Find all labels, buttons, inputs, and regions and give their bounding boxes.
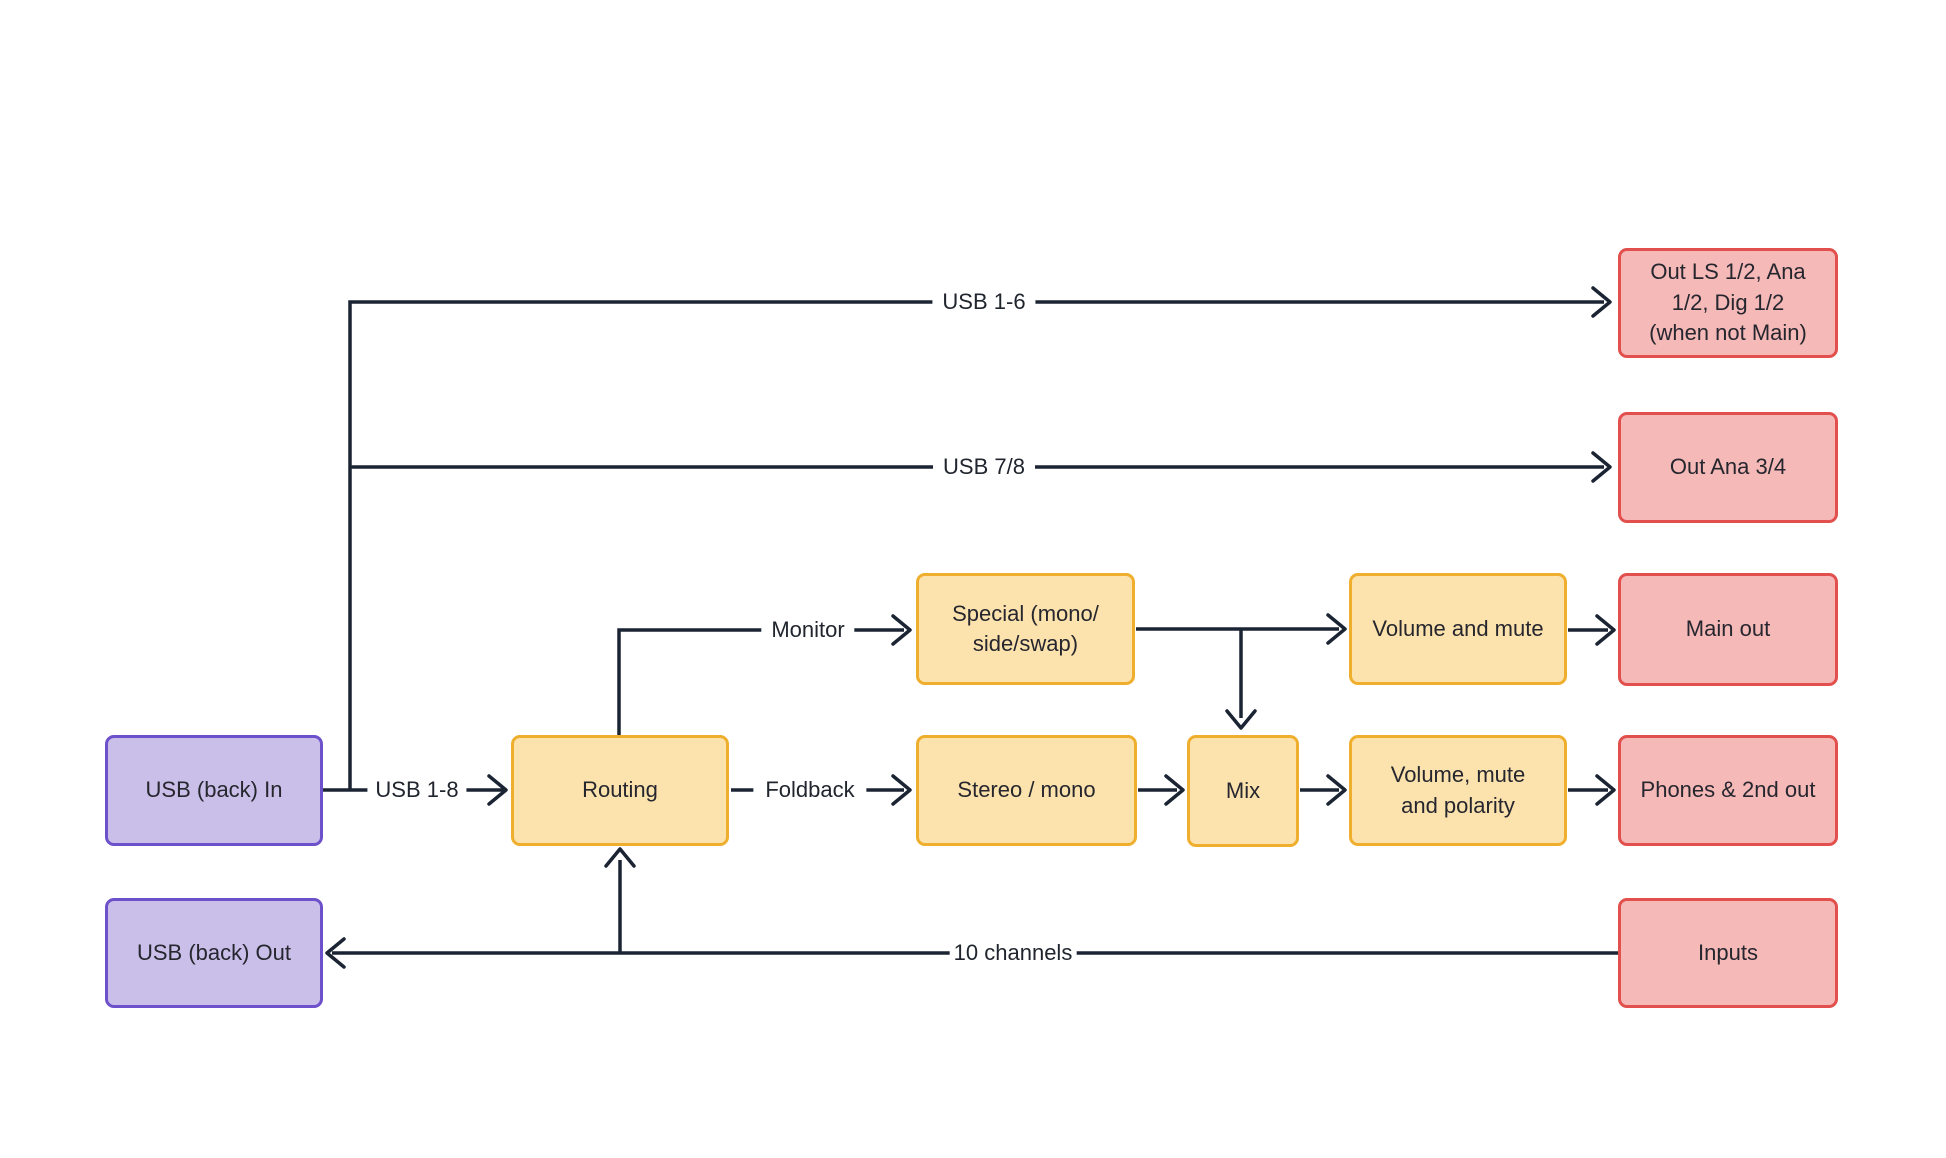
node-usb-back-in: USB (back) In xyxy=(105,735,323,846)
edge-label-usb-1-6: USB 1-6 xyxy=(932,287,1036,317)
node-usb-back-out: USB (back) Out xyxy=(105,898,323,1008)
edge-usb-1-6 xyxy=(323,286,1612,806)
edge-label-10-channels: 10 channels xyxy=(949,938,1077,968)
node-out-ana-3-4: Out Ana 3/4 xyxy=(1618,412,1838,523)
edge-label-usb-7-8: USB 7/8 xyxy=(933,452,1035,482)
edge-volume-to-phones xyxy=(1568,774,1616,806)
node-out-ls-ana-dig: Out LS 1/2, Ana 1/2, Dig 1/2 (when not M… xyxy=(1618,248,1838,358)
edge-label-monitor: Monitor xyxy=(761,615,855,645)
edge-volume-to-main xyxy=(1568,614,1616,646)
node-mix: Mix xyxy=(1187,735,1299,847)
node-volume-and-mute: Volume and mute xyxy=(1349,573,1567,685)
node-routing: Routing xyxy=(511,735,729,846)
edge-mix-to-volume xyxy=(1300,774,1347,806)
edge-label-foldback: Foldback xyxy=(753,775,867,805)
edge-label-usb-1-8: USB 1-8 xyxy=(367,775,467,805)
node-special-mono-side-swap: Special (mono/ side/swap) xyxy=(916,573,1135,685)
edge-stereo-to-mix xyxy=(1138,774,1185,806)
node-phones-2nd-out: Phones & 2nd out xyxy=(1618,735,1838,846)
node-main-out: Main out xyxy=(1618,573,1838,686)
node-volume-mute-polarity: Volume, mute and polarity xyxy=(1349,735,1567,846)
edge-special-to-volume xyxy=(1136,613,1347,730)
node-inputs: Inputs xyxy=(1618,898,1838,1008)
node-stereo-mono: Stereo / mono xyxy=(916,735,1137,846)
